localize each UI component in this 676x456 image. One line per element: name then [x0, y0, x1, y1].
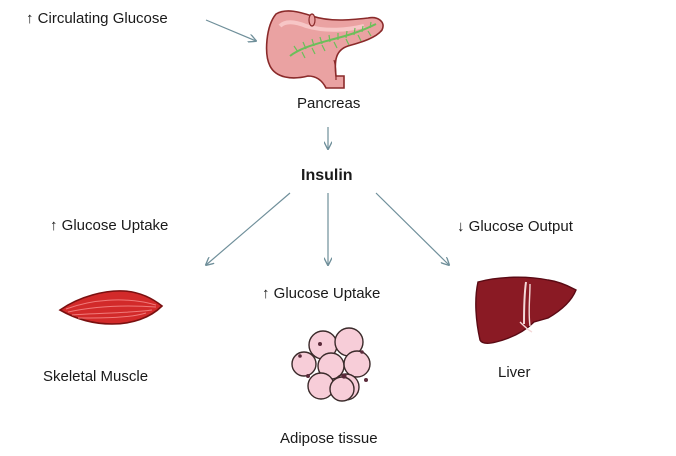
arrow-insulin-to-muscle [206, 192, 291, 265]
pancreas-label: Pancreas [297, 95, 361, 112]
adipose-tissue-icon [291, 327, 371, 402]
liver-glucose-output-label: ↓ Glucose Output [457, 218, 573, 235]
skeletal-muscle-icon [58, 290, 164, 325]
adipose-tissue-label: Adipose tissue [280, 430, 378, 447]
insulin-label: Insulin [301, 167, 353, 184]
arrow-glucose-to-pancreas [205, 19, 256, 41]
adipose-glucose-uptake-label: ↑ Glucose Uptake [262, 285, 381, 302]
pancreas-icon [265, 10, 384, 89]
arrow-insulin-to-liver [375, 192, 449, 265]
skeletal-muscle-label: Skeletal Muscle [43, 368, 149, 385]
circulating-glucose-label: ↑ Circulating Glucose [26, 10, 168, 27]
liver-icon [475, 276, 577, 345]
liver-label: Liver [498, 364, 531, 381]
muscle-glucose-uptake-label: ↑ Glucose Uptake [50, 217, 169, 234]
